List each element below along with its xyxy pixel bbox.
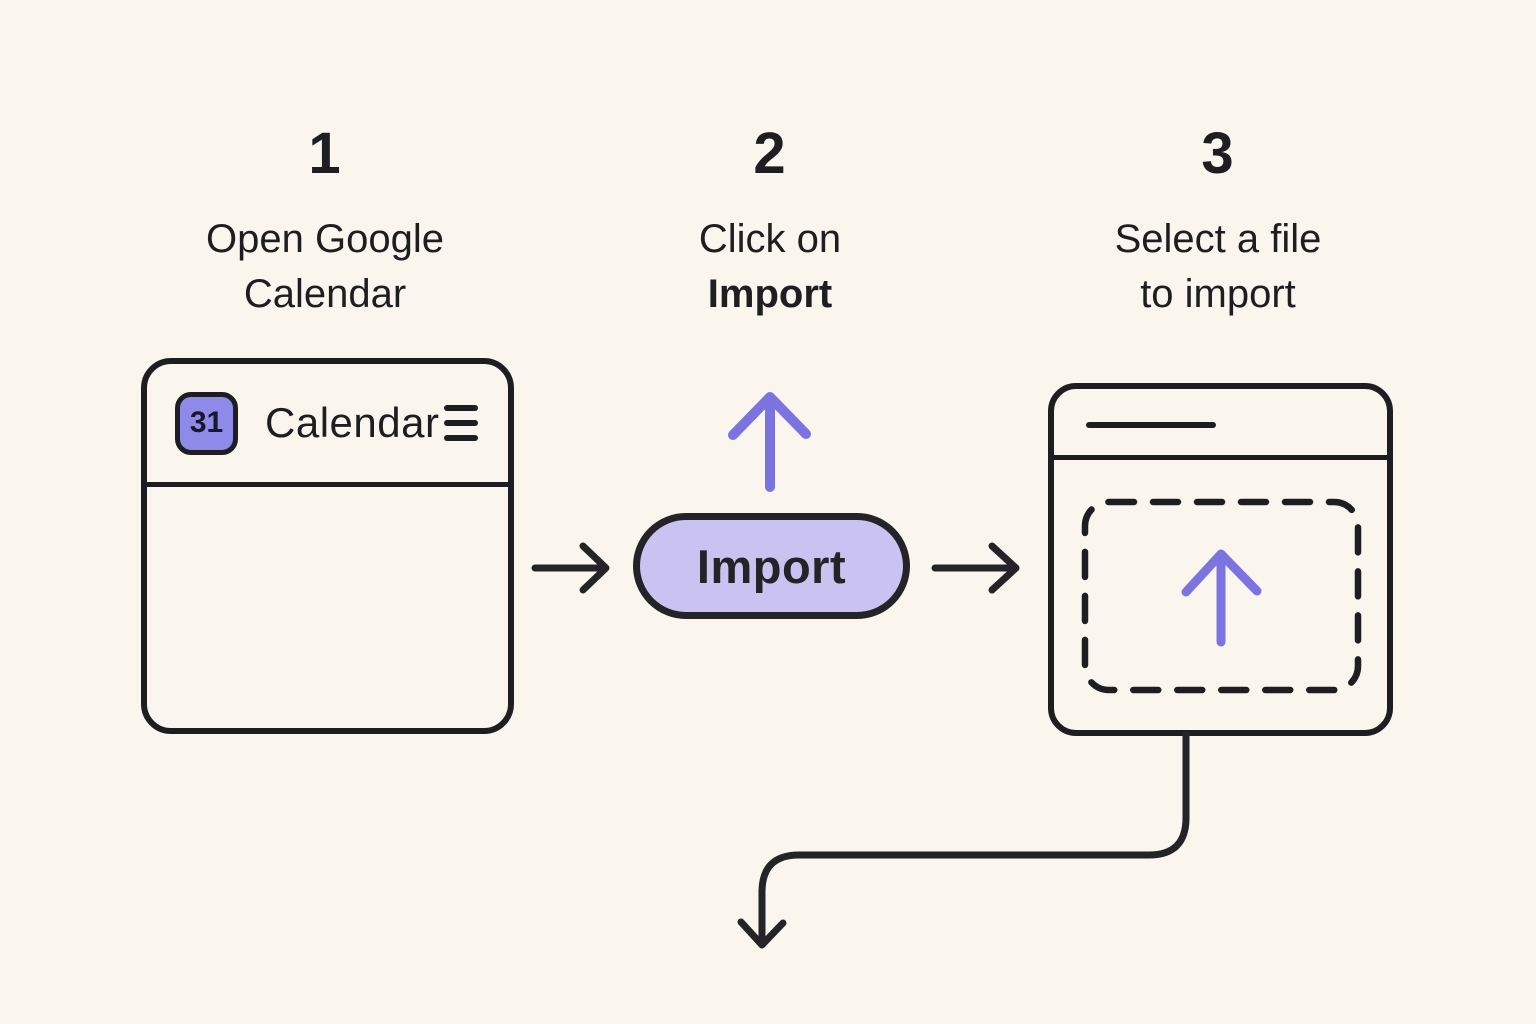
import-button[interactable]: Import [633,513,910,619]
calendar-window-title: Calendar [265,399,440,446]
step-1-caption-line2: Calendar [243,272,407,316]
step-1-caption-line1: Open Google [206,217,444,261]
calendar-31-icon: 31 [175,391,238,455]
upload-arrow-icon [1181,549,1262,647]
flow-arrow-right-icon [531,542,610,594]
step-1-number: 1 [308,121,342,186]
calendar-31-icon-label: 31 [189,406,224,439]
flow-connector-arrow [737,730,1190,949]
import-button-label: Import [696,539,847,593]
calendar-window-header: 31 Calendar [147,364,508,487]
step-3-caption-line1: Select a file [1114,217,1322,261]
upload-arrow-icon [728,392,811,492]
calendar-window: 31 Calendar [141,358,514,734]
step-2-header: 2 Click on Import [550,122,990,322]
step-3-number: 3 [1201,121,1235,186]
step-3-caption-line2: to import [1140,272,1296,316]
step-2-number: 2 [753,121,787,186]
file-dropzone[interactable] [1048,460,1393,736]
step-3-header: 3 Select a file to import [998,122,1438,322]
step-2-caption: Click on Import [550,212,990,322]
step-2-caption-line1: Click on [698,217,842,261]
step-2-caption-line2: Import [707,272,833,316]
step-1-caption: Open Google Calendar [105,212,545,322]
file-picker-window [1048,383,1393,736]
step-3-caption: Select a file to import [998,212,1438,322]
window-title-placeholder-line [1086,422,1216,428]
file-picker-window-header [1054,389,1387,460]
flow-arrow-right-icon [931,542,1020,594]
hamburger-menu-icon [444,405,478,441]
step-1-header: 1 Open Google Calendar [105,122,545,322]
